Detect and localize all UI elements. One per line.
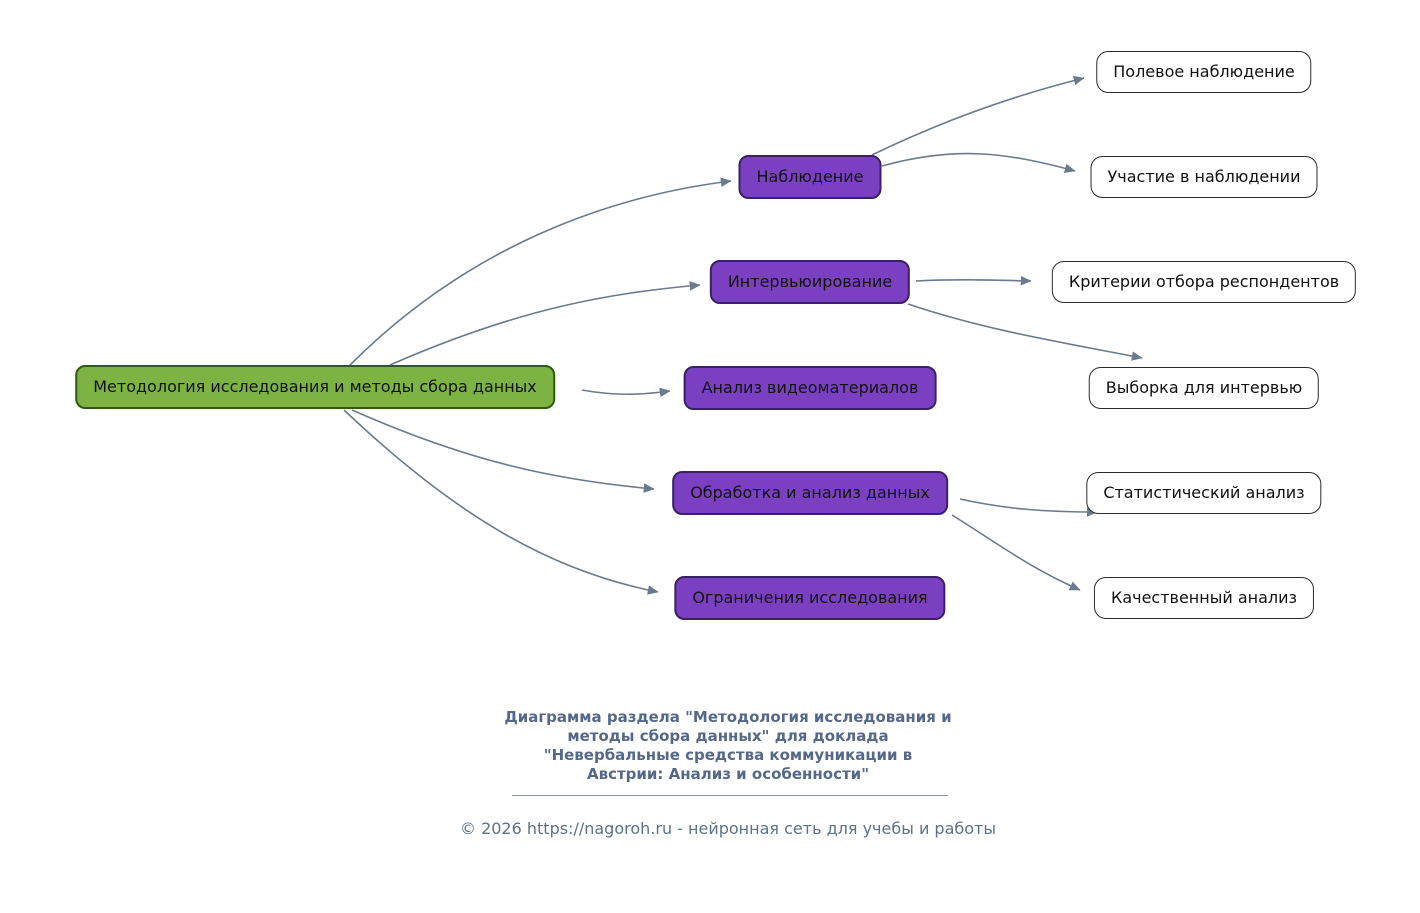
node-limitations: Ограничения исследования — [674, 576, 946, 620]
node-qualitative-analysis: Качественный анализ — [1093, 577, 1315, 619]
edge-root-interviewing — [389, 281, 701, 366]
edge-processing-statistical — [959, 498, 1098, 517]
caption-divider — [512, 795, 948, 796]
edge-observation-participation — [881, 152, 1076, 173]
node-statistical-analysis: Статистический анализ — [1086, 472, 1322, 514]
node-video-analysis: Анализ видеоматериалов — [683, 366, 937, 410]
edge-root-video-analysis — [581, 387, 671, 398]
caption-line-2: методы сбора данных" для доклада — [567, 727, 889, 745]
caption-line-3: "Невербальные средства коммуникации в — [543, 746, 913, 764]
node-field-observation: Полевое наблюдение — [1096, 51, 1312, 93]
edge-root-limitations — [343, 409, 659, 595]
caption-line-4: Австрии: Анализ и особенности" — [586, 765, 870, 783]
node-data-processing: Обработка и анализ данных — [672, 471, 948, 515]
edge-observation-field — [871, 75, 1085, 156]
edge-root-data-processing — [351, 409, 655, 493]
edge-interviewing-criteria — [915, 275, 1032, 286]
diagram-caption: Диаграмма раздела "Методология исследова… — [378, 708, 1078, 784]
node-participant-observation: Участие в наблюдении — [1090, 156, 1318, 198]
edge-root-observation — [349, 177, 732, 366]
node-observation: Наблюдение — [738, 155, 882, 199]
copyright-text: © 2026 https://nagoroh.ru - нейронная се… — [459, 819, 996, 838]
node-interviewing: Интервьюирование — [709, 260, 911, 304]
edge-processing-qualitative — [951, 514, 1081, 591]
edge-interviewing-sampling — [907, 303, 1143, 361]
node-root-methodology: Методология исследования и методы сбора … — [75, 365, 555, 409]
node-respondent-criteria: Критерии отбора респондентов — [1051, 261, 1357, 303]
node-interview-sampling: Выборка для интервью — [1088, 367, 1320, 409]
caption-line-1: Диаграмма раздела "Методология исследова… — [504, 708, 952, 726]
